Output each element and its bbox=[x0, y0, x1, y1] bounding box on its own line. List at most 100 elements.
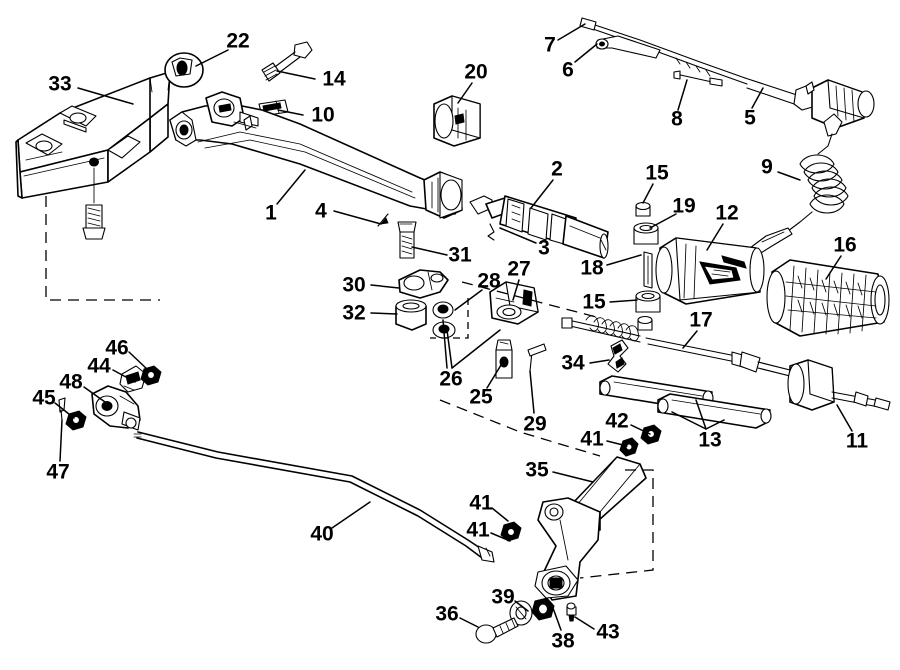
leader-line-18 bbox=[606, 254, 642, 266]
leader-line-42 bbox=[630, 424, 651, 435]
leader-line-12 bbox=[706, 223, 724, 251]
leader-line-1 bbox=[276, 169, 306, 205]
callout-label-12: 12 bbox=[715, 201, 739, 225]
leader-line-20 bbox=[457, 82, 473, 104]
leader-line-31 bbox=[411, 246, 448, 256]
callout-label-18: 18 bbox=[580, 256, 604, 280]
part-18-pin bbox=[643, 251, 653, 289]
leader-line-22 bbox=[195, 49, 229, 67]
callout-label-19: 19 bbox=[672, 194, 696, 218]
leader-line-40 bbox=[331, 501, 371, 529]
leader-line-26 bbox=[446, 329, 453, 369]
leader-line-16 bbox=[825, 255, 842, 280]
callout-label-42: 42 bbox=[605, 409, 629, 433]
leader-line-6 bbox=[574, 43, 598, 63]
part-34-retainer-clip bbox=[607, 339, 629, 373]
leader-line-34 bbox=[589, 359, 610, 364]
part-25-pivot-pin bbox=[495, 339, 513, 379]
leader-line-15 bbox=[642, 183, 654, 204]
part-44-ball-stud bbox=[119, 365, 147, 393]
leader-line-13 bbox=[695, 399, 707, 430]
part-39-washer bbox=[509, 600, 533, 626]
callout-label-41: 41 bbox=[466, 518, 490, 542]
part-43-grease-fitting bbox=[566, 602, 577, 622]
part-22-bushing bbox=[164, 52, 204, 88]
callout-label-43: 43 bbox=[596, 620, 620, 644]
callout-label-10: 10 bbox=[311, 103, 335, 127]
callout-label-15: 15 bbox=[645, 161, 669, 185]
leader-line-2 bbox=[530, 179, 554, 209]
part-32-spacer bbox=[395, 299, 427, 331]
leader-line-28 bbox=[454, 289, 483, 311]
callout-label-45: 45 bbox=[32, 386, 56, 410]
part-36-bolt bbox=[475, 617, 519, 644]
leader-line-5 bbox=[751, 87, 764, 109]
part-31-bolt bbox=[397, 221, 417, 259]
callout-label-33: 33 bbox=[48, 72, 72, 96]
callout-label-44: 44 bbox=[87, 354, 111, 378]
callout-label-32: 32 bbox=[342, 301, 366, 325]
leader-line-35 bbox=[552, 471, 594, 483]
part-15-bushing-lower bbox=[637, 315, 653, 331]
leader-line-36 bbox=[459, 617, 479, 628]
callout-label-30: 30 bbox=[342, 273, 366, 297]
callout-label-3: 3 bbox=[538, 236, 550, 260]
part-41-nut-link bbox=[500, 521, 522, 542]
leader-line-9 bbox=[777, 171, 801, 181]
part-41-nut-upper bbox=[619, 437, 639, 457]
part-12-throttle-grip-housing bbox=[655, 237, 765, 305]
part-35-steering-lever bbox=[534, 456, 647, 601]
part-5-ignition-cable bbox=[744, 77, 875, 129]
leader-line-25 bbox=[486, 364, 502, 389]
leader-line-41 bbox=[490, 532, 511, 542]
callout-label-7: 7 bbox=[544, 33, 556, 57]
callout-label-20: 20 bbox=[464, 60, 488, 84]
assembly-guide-long bbox=[439, 399, 601, 457]
callout-label-9: 9 bbox=[761, 155, 773, 179]
callout-label-13: 13 bbox=[698, 428, 722, 452]
callout-label-40: 40 bbox=[310, 522, 334, 546]
leader-line-33 bbox=[77, 87, 134, 105]
callout-label-17: 17 bbox=[689, 308, 713, 332]
leader-line-41 bbox=[491, 507, 509, 522]
leader-line-17 bbox=[682, 330, 698, 349]
callout-label-48: 48 bbox=[59, 370, 83, 394]
leader-line-30 bbox=[370, 284, 400, 289]
part-48-ball-socket bbox=[91, 385, 141, 431]
callout-label-28: 28 bbox=[477, 269, 501, 293]
callout-leader-lines bbox=[54, 23, 853, 631]
callout-label-11: 11 bbox=[845, 429, 869, 453]
callout-label-5: 5 bbox=[744, 106, 756, 130]
part-7-cable-assembly bbox=[579, 17, 748, 85]
part-49-bolt bbox=[82, 167, 106, 240]
leader-line-10 bbox=[277, 109, 304, 116]
leader-line-8 bbox=[677, 79, 688, 111]
part-38-nut bbox=[531, 597, 555, 621]
part-11-friction-stop bbox=[787, 359, 891, 411]
leader-line-11 bbox=[836, 404, 853, 432]
callout-label-34: 34 bbox=[561, 351, 585, 375]
part-42-locknut bbox=[640, 424, 662, 445]
leader-line-47 bbox=[59, 419, 63, 462]
leader-line-32 bbox=[370, 312, 398, 315]
part-14-bolt bbox=[261, 41, 313, 82]
leader-line-19 bbox=[649, 213, 677, 229]
callout-label-15: 15 bbox=[582, 290, 606, 314]
callout-label-39: 39 bbox=[491, 585, 515, 609]
part-46-nut bbox=[140, 365, 162, 386]
callout-label-2: 2 bbox=[551, 157, 563, 181]
assembly-guide-28 bbox=[430, 298, 469, 339]
part-8-pin bbox=[673, 70, 723, 87]
callout-label-14: 14 bbox=[322, 67, 346, 91]
callout-label-35: 35 bbox=[525, 458, 549, 482]
leader-line-14 bbox=[276, 70, 316, 80]
callout-label-16: 16 bbox=[833, 233, 857, 257]
leader-line-4 bbox=[333, 210, 382, 225]
part-6-cable-end-lever bbox=[595, 35, 661, 59]
part-20-bushing bbox=[433, 95, 481, 147]
part-9-safety-lanyard bbox=[749, 113, 849, 257]
part-19-spacer-lower bbox=[635, 290, 661, 313]
leader-line-3 bbox=[499, 227, 537, 244]
